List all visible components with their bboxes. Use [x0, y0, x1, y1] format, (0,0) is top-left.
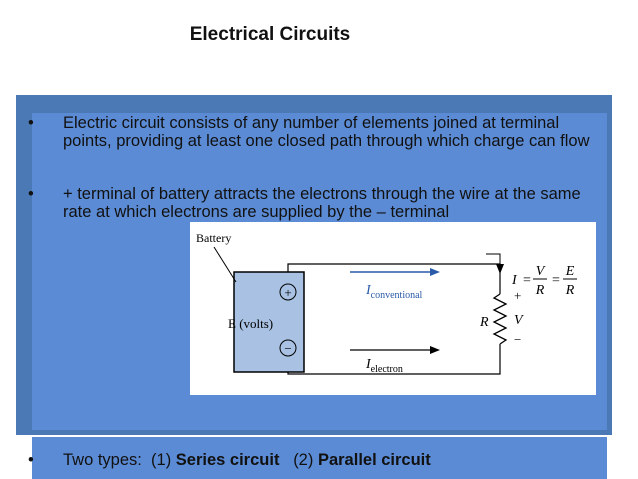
svg-text:R: R	[565, 283, 575, 298]
voltage-minus: −	[514, 332, 521, 347]
parallel-circuit-label: Parallel circuit	[317, 451, 431, 469]
types-mid: (2)	[279, 451, 318, 469]
resistor-label: R	[479, 315, 489, 330]
series-circuit-label: Series circuit	[175, 451, 280, 469]
battery-pointer	[213, 246, 237, 283]
ohms-law-formula: I = V R = E R	[511, 264, 577, 298]
conventional-arrowhead-icon	[430, 268, 440, 276]
bottom-bar	[32, 437, 607, 479]
svg-text:E: E	[565, 264, 575, 279]
bullet-marker: •	[28, 185, 34, 203]
voltage-plus: +	[514, 288, 521, 303]
electron-current-label: Ielectron	[365, 357, 403, 375]
bullet-marker: •	[28, 114, 34, 132]
bullet-text: + terminal of battery attracts the elect…	[63, 185, 581, 221]
bullet-text: Electric circuit consists of any number …	[63, 114, 590, 150]
battery-label: Battery	[196, 231, 231, 245]
svg-text:=: =	[552, 273, 560, 288]
types-prefix: Two types: (1)	[63, 451, 176, 469]
voltage-label: V	[514, 313, 524, 328]
svg-text:I: I	[511, 273, 518, 288]
bullet-text: Two types: (1) Series circuit (2) Parall…	[63, 451, 603, 469]
current-direction-arrowhead-icon	[496, 264, 504, 274]
positive-terminal-symbol: +	[284, 285, 291, 300]
positive-terminal-icon	[279, 283, 297, 301]
circuit-diagram: + − E (volts) Battery Iconventional Iele…	[190, 222, 596, 395]
slide-title: Electrical Circuits	[189, 24, 351, 45]
electron-arrowhead-icon	[430, 346, 440, 354]
svg-text:R: R	[535, 283, 545, 298]
conventional-current-label: Iconventional	[365, 283, 423, 301]
resistor-icon	[492, 293, 508, 345]
svg-text:=: =	[523, 273, 531, 288]
current-direction-arrow	[486, 253, 501, 266]
negative-terminal-icon	[279, 339, 297, 357]
svg-text:V: V	[536, 264, 546, 279]
bullet-marker: •	[28, 451, 34, 469]
emf-label: E (volts)	[228, 316, 273, 331]
negative-terminal-symbol: −	[284, 341, 291, 356]
